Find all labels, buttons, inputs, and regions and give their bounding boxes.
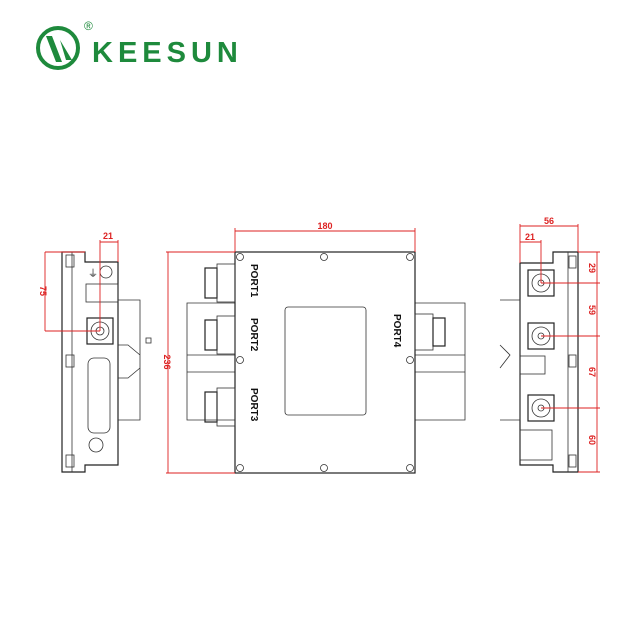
left-side-view: ⏚ 21 75	[38, 231, 152, 473]
mounting-screws	[236, 253, 414, 472]
logo-figure-icon	[46, 36, 72, 62]
main-enclosure	[234, 251, 416, 474]
registered-mark: ®	[84, 19, 93, 33]
spacing-dim-1: 29	[587, 263, 597, 273]
port3-connector	[204, 387, 236, 427]
right-side-view: 56 21 29 59 67 60	[499, 216, 600, 473]
port3-label: PORT3	[248, 388, 259, 422]
ground-icon: ⏚	[88, 268, 98, 280]
port1-connector	[204, 263, 236, 303]
spacing-dim-4: 60	[587, 435, 597, 445]
port4-label: PORT4	[391, 314, 402, 348]
keesun-logo: ® KEESUN	[36, 19, 243, 70]
spacing-dim-2: 59	[587, 305, 597, 315]
front-height-dim: 236	[162, 354, 172, 369]
port1-label: PORT1	[248, 264, 259, 298]
right-offset-dim: 21	[525, 232, 535, 242]
left-height-dim: 75	[38, 286, 48, 296]
front-width-dim: 180	[317, 221, 332, 231]
left-offset-dim: 21	[103, 231, 113, 241]
port2-connector	[204, 315, 236, 355]
front-view: PORT1 PORT2 PORT3 PORT4 180 236	[162, 221, 466, 474]
port4-connector	[414, 313, 446, 351]
right-width-dim: 56	[544, 216, 554, 226]
spacing-dim-3: 67	[587, 367, 597, 377]
logo-ring	[36, 26, 80, 70]
brand-name: KEESUN	[92, 37, 243, 69]
label-window	[284, 306, 367, 416]
port2-label: PORT2	[248, 318, 259, 352]
